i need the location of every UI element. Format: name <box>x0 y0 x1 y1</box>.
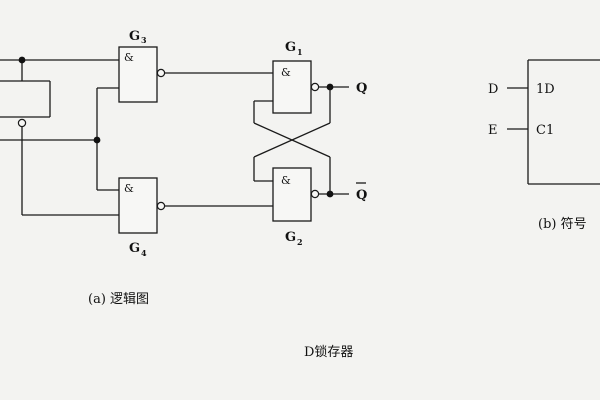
inverter-bubble <box>310 189 320 199</box>
gate-g3-subscript: 3 <box>141 35 147 45</box>
gate-g1-label: G <box>285 40 296 55</box>
gate-g3: & <box>118 46 166 103</box>
feedback-wiring <box>253 87 331 194</box>
gate-symbol: & <box>281 66 291 79</box>
latch-symbol <box>507 59 600 185</box>
q-output-label: Q <box>356 81 367 96</box>
gate-g2-label: G <box>285 230 296 245</box>
junction-dot <box>93 136 101 144</box>
gate-g1: & <box>272 60 320 114</box>
gate-g1-subscript: 1 <box>297 47 303 57</box>
inverter-bubble <box>156 68 166 78</box>
inverter-bubble <box>17 118 27 128</box>
gate-symbol: & <box>124 182 134 195</box>
gate-symbol: & <box>124 51 134 64</box>
symbol-pin-1d: 1D <box>536 82 555 97</box>
q-bar-output-label: Q <box>356 188 367 203</box>
gate-g2-subscript: 2 <box>297 237 303 247</box>
gate-g4: & <box>118 177 166 234</box>
input-wiring <box>0 59 119 216</box>
symbol-caption: (b) 符号 <box>538 216 587 232</box>
gate-g4-subscript: 4 <box>141 248 147 258</box>
figure-title: D锁存器 <box>304 344 353 360</box>
inverter-bubble <box>310 82 320 92</box>
symbol-input-d: D <box>488 82 498 97</box>
gate-g3-label: G <box>129 29 140 44</box>
inverter-bubble <box>156 201 166 211</box>
symbol-pin-c1: C1 <box>536 123 554 138</box>
logic-diagram-caption: (a) 逻辑图 <box>88 292 149 307</box>
gate-g4-label: G <box>129 241 140 256</box>
junction-dot <box>18 56 26 64</box>
gate-g2: & <box>272 167 320 222</box>
symbol-input-e: E <box>488 123 498 138</box>
gate-symbol: & <box>281 174 291 187</box>
